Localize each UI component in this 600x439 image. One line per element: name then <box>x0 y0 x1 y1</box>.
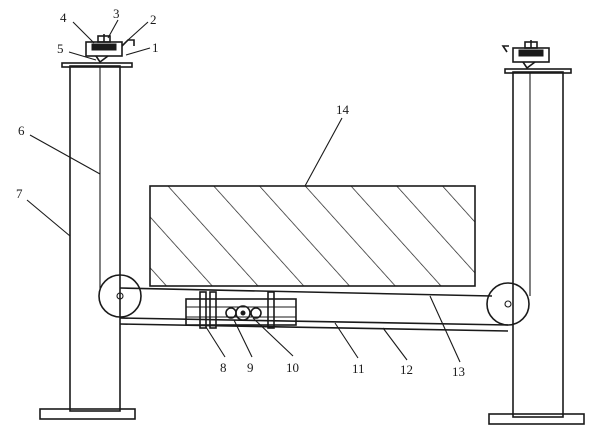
leader-13 <box>429 295 461 363</box>
leader-11 <box>334 322 359 359</box>
right-pulley-wheel <box>486 282 530 326</box>
label-11: 11 <box>352 361 365 376</box>
roller-carriage-frame <box>185 298 297 326</box>
leader-lines <box>26 19 461 363</box>
left-column <box>39 62 136 420</box>
roller-carriage <box>185 291 297 329</box>
leader-1 <box>125 47 151 56</box>
label-2: 2 <box>150 12 157 27</box>
left-pulley <box>98 274 142 318</box>
roller-2 <box>235 305 251 321</box>
label-8: 8 <box>220 360 227 375</box>
left-winch-bracket <box>121 39 135 47</box>
left-winch-motor <box>97 35 111 43</box>
leader-14 <box>304 117 343 187</box>
left-base-plate <box>39 408 136 420</box>
right-cable-guide <box>522 61 536 70</box>
right-pulley-axle <box>504 300 512 308</box>
left-pulley-axle <box>116 292 124 300</box>
leader-9 <box>233 319 253 358</box>
carriage-post-mid <box>209 291 217 329</box>
label-4: 4 <box>60 10 67 25</box>
left-top-plate <box>61 62 133 68</box>
label-10: 10 <box>286 360 299 375</box>
right-base-plate <box>488 413 585 425</box>
label-12: 12 <box>400 362 413 377</box>
label-9: 9 <box>247 360 254 375</box>
left-column-body <box>69 65 121 412</box>
leader-8 <box>205 326 226 358</box>
right-top-plate <box>504 68 572 74</box>
label-14: 14 <box>336 102 350 117</box>
load-block-hatched <box>149 185 476 287</box>
lower-beam-top <box>119 317 509 326</box>
right-pulley <box>486 282 530 326</box>
right-column-body <box>512 71 564 418</box>
lower-beam <box>119 317 509 332</box>
right-winch-drum <box>518 49 544 57</box>
right-winch-motor <box>524 41 538 49</box>
carriage-post-right <box>267 291 275 329</box>
left-winch-drum <box>91 43 117 51</box>
leader-6 <box>29 134 101 175</box>
leader-7 <box>26 199 71 237</box>
leader-12 <box>382 327 408 361</box>
label-3: 3 <box>113 6 120 21</box>
label-5: 5 <box>57 41 64 56</box>
right-column <box>488 68 585 425</box>
left-pulley-wheel <box>98 274 142 318</box>
leader-5 <box>68 51 97 61</box>
leader-4 <box>72 21 95 44</box>
lower-beam-bottom <box>119 323 509 332</box>
leader-2 <box>127 21 149 41</box>
label-1: 1 <box>152 40 159 55</box>
label-13: 13 <box>452 364 465 379</box>
leader-10 <box>252 317 294 357</box>
roller-2-center <box>240 310 246 316</box>
right-winch-bracket <box>501 45 509 53</box>
load-block <box>149 185 476 287</box>
label-7: 7 <box>16 186 23 201</box>
carriage-post-left <box>199 291 207 329</box>
part-labels: 1 2 3 4 5 6 7 8 9 10 11 12 13 14 <box>16 6 465 379</box>
support-cable <box>119 287 493 297</box>
leader-3 <box>107 19 119 39</box>
label-6: 6 <box>18 123 25 138</box>
left-cable-guide <box>95 55 109 64</box>
roller-3 <box>250 307 262 319</box>
left-winch-assembly <box>85 34 135 64</box>
right-winch-assembly <box>501 40 550 70</box>
